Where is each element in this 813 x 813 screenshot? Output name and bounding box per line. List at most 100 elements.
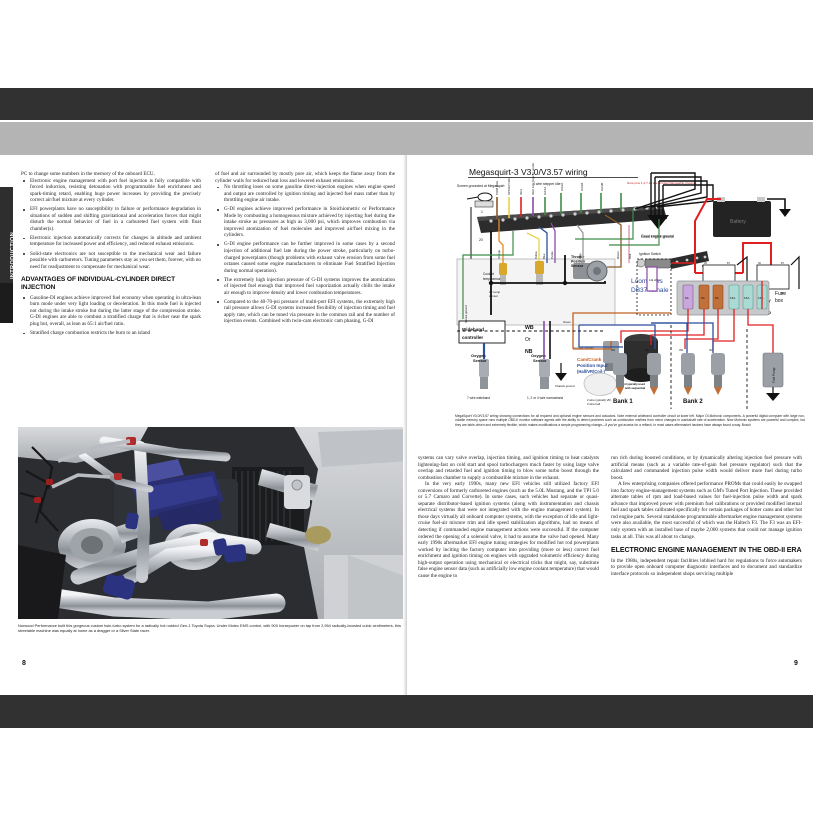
list-item: Gasoline-DI engines achieve improved fue… — [21, 295, 201, 328]
svg-text:Purple: Purple — [550, 251, 554, 259]
list-item: The extremely high injection pressure of… — [215, 277, 395, 297]
paragraph: In the very early 1990s, many new EFI ve… — [418, 481, 599, 579]
pin-label: INJ1 — [519, 189, 523, 195]
fuse-rating: 15A — [758, 296, 763, 300]
label-narrowband-note: 1, 2 or 4 wire narrowband — [527, 396, 563, 400]
right-page: Megasquirt-3 V3.0/V3.57 wiring Screen gr… — [407, 155, 813, 695]
label-stepper-idle: 4 wire stepper idle — [533, 182, 561, 186]
label-fuse-box-2: box — [775, 298, 784, 304]
label-wb-ctrl-2: controller — [462, 335, 483, 340]
running-head-label: INTRODUCTION — [9, 231, 16, 279]
page-number-left: 8 — [22, 660, 26, 667]
label-coil-note-2: with sequential — [624, 386, 645, 390]
list-item: G-DI engines achieve improved performanc… — [215, 206, 395, 239]
label-coolant-temp: Coolant — [483, 272, 494, 276]
megasquirt-wiring-diagram: Megasquirt-3 V3.0/V3.57 wiring Screen gr… — [455, 163, 805, 411]
label-nb: NB — [525, 349, 533, 355]
running-head-tab: INTRODUCTION — [0, 187, 16, 283]
label-or: Or — [525, 337, 531, 343]
label-good-ground: Good engine ground — [641, 234, 674, 238]
label-ground-note: Note pins 1,2,7,19 are all interchangeab… — [627, 181, 697, 185]
label-tps-2: Position — [571, 260, 585, 264]
svg-text:INJ: INJ — [679, 348, 684, 352]
section-heading-direct-injection: ADVANTAGES OF INDIVIDUAL-CYLINDER DIRECT… — [21, 276, 176, 291]
label-bank-2: Bank 2 — [683, 399, 703, 405]
engine-bay-photo — [18, 427, 407, 619]
list-item: No throttling loses on some gasoline dir… — [215, 184, 395, 204]
svg-text:Pink: Pink — [628, 253, 632, 259]
label-vr-note-1: 2 wire typically VR, — [587, 398, 612, 402]
photo-caption: Norwood Performance built this gorgeous … — [18, 623, 401, 634]
page-number-right: 9 — [794, 660, 798, 667]
label-tps-3: Sensor — [571, 264, 584, 268]
left-page: INTRODUCTION PC to change some numbers i… — [0, 155, 407, 695]
top-dark-band — [0, 88, 813, 120]
left-page-column-1: PC to change some numbers in the memory … — [21, 171, 201, 339]
paragraph-continued: of fuel and air surrounded by mostly pur… — [215, 171, 395, 184]
bottom-dark-band — [0, 695, 813, 728]
label-coil-note-1: Not typically used — [621, 382, 645, 386]
label-wideband-note: 7 wire wideband — [467, 396, 490, 400]
engine-bay-illustration — [18, 427, 407, 619]
bullet-list-gdi-advantages: Gasoline-DI engines achieve improved fue… — [21, 295, 201, 337]
label-fuel-pump: Fuel Pump — [772, 367, 776, 383]
label-sensor-ground: Sensor ground — [464, 305, 468, 323]
svg-text:INJ: INJ — [645, 348, 650, 352]
svg-text:14k ohms: 14k ohms — [649, 278, 661, 282]
pin-label: IAC1B — [580, 183, 584, 191]
book-gutter — [403, 155, 410, 695]
diagram-title: Megasquirt-3 V3.0/V3.57 wiring — [469, 167, 588, 177]
svg-text:INJ: INJ — [709, 348, 714, 352]
label-chassis-ground: Chassis ground — [555, 384, 575, 388]
fuse-rating: 5A — [715, 296, 719, 300]
label-ignition-switch: Ignition Switch — [639, 252, 661, 256]
label-o2-wb-2: Sensor — [473, 358, 487, 363]
svg-text:86: 86 — [781, 291, 784, 295]
label-camcrank-2: Position Input — [577, 363, 608, 368]
list-item: G-DI engine performance can be further i… — [215, 241, 395, 274]
pin-label: INJ2 12V (Injector positive) — [531, 163, 535, 195]
list-item: Stratified charge combustion restricts t… — [21, 330, 201, 337]
label-good-engine-ground: Good engine ground — [641, 235, 674, 239]
label-vr-note-2: 3 wire hall — [587, 402, 600, 406]
pin-label: IAC2A — [560, 183, 564, 191]
paragraph: systems can vary valve overlap, injectio… — [418, 455, 599, 481]
svg-text:temp sensor: temp sensor — [483, 277, 501, 281]
paragraph: run rich during boosted conditions, or b… — [611, 455, 802, 481]
label-o2-nb-2: Sensor — [533, 358, 547, 363]
book-spread: INTRODUCTION PC to change some numbers i… — [0, 155, 813, 695]
svg-text:sensor: sensor — [489, 294, 498, 298]
svg-text:Orange: Orange — [497, 250, 501, 259]
list-item: Compared to the 40-70-psi pressure of mu… — [215, 299, 395, 325]
injector: INJ — [679, 348, 695, 395]
svg-text:30: 30 — [704, 261, 707, 265]
fuse-rating: 5A — [685, 296, 689, 300]
pin-label: SPKOUT/IAC — [507, 177, 511, 195]
label-16-fuse: (3 fuses shown) — [573, 346, 594, 350]
label-wb-ctrl-1: Wideband — [462, 327, 484, 332]
list-item: Solid-state electronics are not suscepti… — [21, 251, 201, 271]
label-camcrank-3: (Hall/VR/Coil-) — [577, 369, 606, 374]
fuse-rating: 15A — [730, 296, 735, 300]
svg-text:Blue: Blue — [542, 253, 546, 259]
label-bank-1: Bank 1 — [613, 399, 633, 405]
list-item: EFI powerplants have no susceptibility t… — [21, 206, 201, 232]
injector: INJ — [709, 348, 725, 395]
fuse-rating: 5A — [701, 296, 705, 300]
top-gray-band — [0, 122, 813, 155]
label-battery: Battery — [730, 219, 746, 225]
svg-text:Yellow: Yellow — [534, 251, 538, 259]
pin-label-20: 20 — [479, 238, 483, 242]
injector: INJ — [645, 348, 661, 395]
side-tab-block — [0, 283, 13, 323]
label-wb: WB — [525, 325, 534, 331]
fuse-rating: 15A — [744, 296, 749, 300]
label-screen-ground: Screen grounded at Megasquirt — [457, 184, 505, 188]
pin-label: IAC2B — [600, 183, 604, 191]
pin-label-1: 1 — [481, 210, 483, 214]
svg-text:Gray: Gray — [578, 253, 582, 259]
svg-text:Brown: Brown — [616, 251, 620, 259]
list-item: Electronic engine management with port f… — [21, 178, 201, 204]
svg-text:30: 30 — [758, 261, 761, 265]
right-page-column-2: run rich during boosted conditions, or b… — [611, 455, 802, 577]
